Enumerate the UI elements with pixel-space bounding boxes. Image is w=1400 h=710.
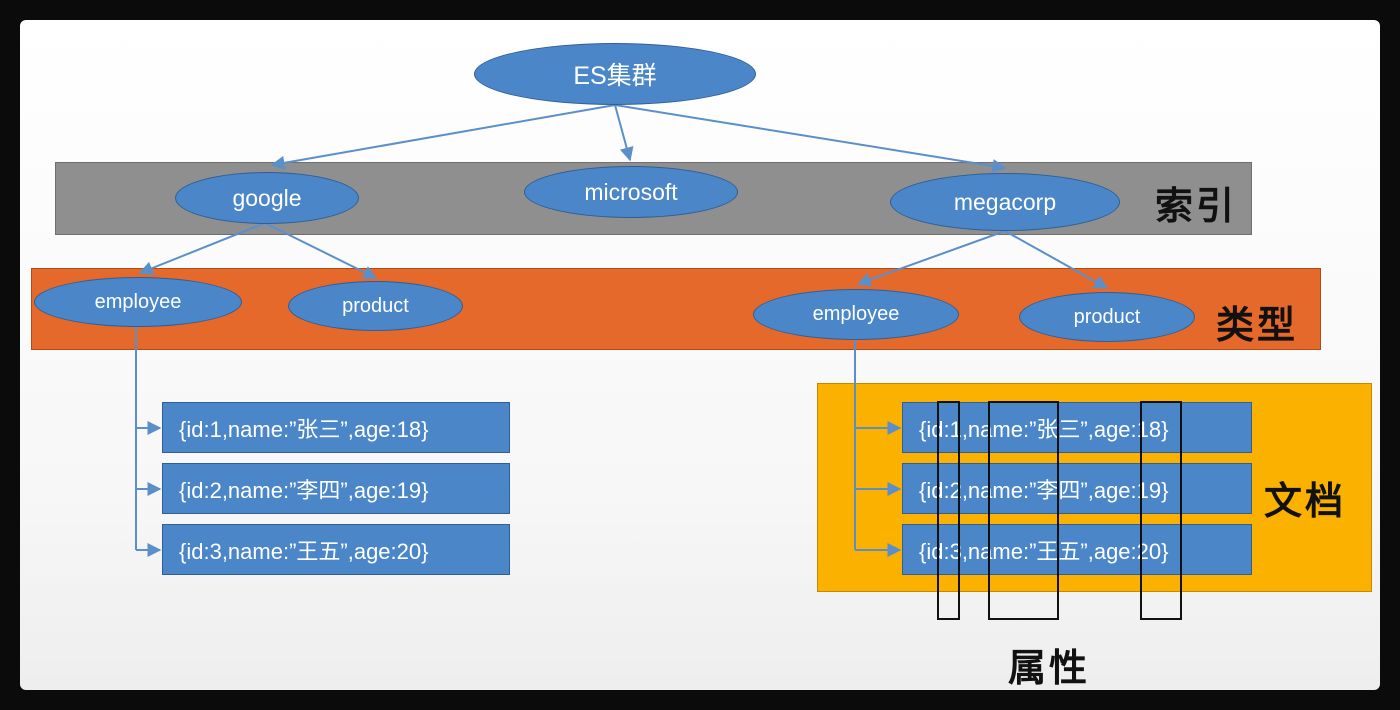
document-google-3: {id:3,name:”王五”,age:20} [162, 524, 510, 575]
connector-lines [135, 104, 1109, 557]
node-index-google: google [175, 172, 359, 224]
node-index-megacorp: megacorp [890, 173, 1120, 231]
node-es-cluster: ES集群 [474, 43, 756, 105]
document-google-3-text: {id:3,name:”王五”,age:20} [179, 538, 429, 564]
node-index-megacorp-label: megacorp [953, 188, 1057, 215]
document-megacorp-3: {id:3,name:”王五”,age:20} [902, 524, 1252, 575]
edge-root-microsoft [614, 104, 634, 162]
node-type-google-employee-label: employee [94, 290, 182, 313]
label-document: 文档 [1264, 481, 1347, 523]
node-es-cluster-label: ES集群 [573, 62, 657, 90]
node-index-microsoft: microsoft [524, 166, 738, 218]
node-type-megacorp-product: product [1019, 292, 1195, 342]
document-megacorp-2-text: {id:2,name:”李四”,age:19} [919, 477, 1169, 503]
edge-root-megacorp [614, 104, 1007, 173]
node-index-microsoft-label: microsoft [584, 178, 678, 205]
diagram-canvas: ES集群 google microsoft megacorp employee … [20, 20, 1380, 690]
edge-megacorp-product [1004, 230, 1109, 289]
node-type-megacorp-employee: employee [753, 289, 959, 340]
document-megacorp-2: {id:2,name:”李四”,age:19} [902, 463, 1252, 514]
node-type-megacorp-product-label: product [1073, 305, 1141, 328]
attribute-box-name [988, 401, 1059, 620]
node-index-google-label: google [232, 184, 302, 211]
edge-root-google [270, 104, 616, 170]
edge-megacorp-employee [856, 230, 1006, 287]
document-google-1-text: {id:1,name:”张三”,age:18} [179, 416, 429, 442]
label-type: 类型 [1216, 305, 1299, 347]
edge-google-employee [138, 222, 266, 275]
edge-google-product [264, 222, 378, 279]
node-type-google-product-label: product [342, 294, 409, 317]
document-google-1: {id:1,name:”张三”,age:18} [162, 402, 510, 453]
node-type-megacorp-employee-label: employee [812, 303, 900, 325]
node-type-google-employee: employee [34, 277, 242, 327]
attribute-box-id [937, 401, 960, 620]
label-index: 索引 [1155, 186, 1238, 228]
label-attribute: 属性 [1008, 648, 1091, 690]
attribute-box-age [1140, 401, 1182, 620]
document-google-2: {id:2,name:”李四”,age:19} [162, 463, 510, 514]
document-google-2-text: {id:2,name:”李四”,age:19} [179, 477, 429, 503]
document-megacorp-1-text: {id:1,name:”张三”,age:18} [919, 416, 1169, 442]
document-megacorp-3-text: {id:3,name:”王五”,age:20} [919, 538, 1169, 564]
node-type-google-product: product [288, 281, 463, 331]
document-megacorp-1: {id:1,name:”张三”,age:18} [902, 402, 1252, 453]
